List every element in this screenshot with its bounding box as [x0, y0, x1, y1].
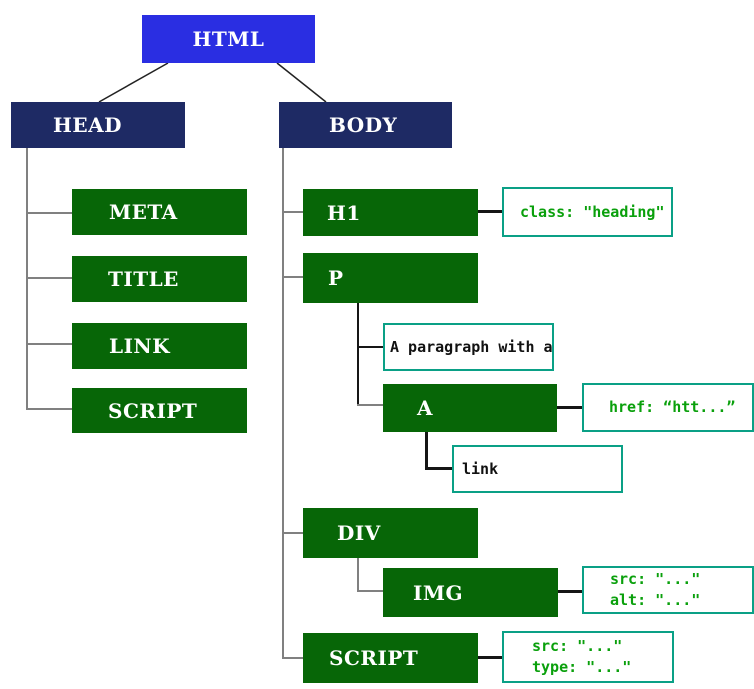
- node-div: DIV: [303, 508, 478, 558]
- script-type-attribute: type: "...": [532, 658, 632, 676]
- script-src-attribute: src: "...": [532, 637, 623, 655]
- connector-img-annotation: [558, 590, 582, 593]
- connector-body-h1: [282, 211, 303, 213]
- connector-a-link-vertical: [425, 432, 428, 470]
- text-box-link: link: [452, 445, 623, 493]
- annotation-script-attributes: src: "..." type: "...": [502, 631, 674, 683]
- connector-head-title: [26, 277, 72, 279]
- node-script-head: SCRIPT: [72, 388, 247, 433]
- node-head-label: HEAD: [53, 113, 123, 137]
- paragraph-text: A paragraph with a: [390, 337, 553, 356]
- node-h1-label: H1: [327, 200, 361, 225]
- edge-html-body: [276, 62, 327, 103]
- node-html: HTML: [142, 15, 315, 63]
- connector-a-link-horizontal: [425, 467, 452, 470]
- connector-body-p: [282, 276, 303, 278]
- annotation-img-attributes: src: "..." alt: "...": [582, 566, 754, 614]
- node-head: HEAD: [11, 102, 185, 148]
- node-script-body-label: SCRIPT: [329, 646, 419, 670]
- node-html-label: HTML: [192, 27, 265, 51]
- node-a-label: A: [417, 396, 434, 420]
- img-alt-attribute: alt: "...": [610, 591, 701, 609]
- connector-head-trunk: [26, 148, 28, 410]
- node-title: TITLE: [72, 256, 247, 302]
- connector-div-img: [357, 590, 383, 592]
- connector-body-div: [282, 532, 303, 534]
- edge-html-head: [98, 62, 169, 103]
- node-body-label: BODY: [329, 113, 398, 137]
- connector-p-a: [357, 404, 383, 406]
- img-src-attribute: src: "...": [610, 570, 701, 588]
- connector-a-annotation: [557, 406, 582, 409]
- node-script-body: SCRIPT: [303, 633, 478, 683]
- h1-class-attribute: class: "heading": [520, 202, 665, 221]
- a-href-attribute: href: “htt...”: [609, 398, 736, 416]
- node-p-label: P: [328, 266, 344, 290]
- text-box-paragraph: A paragraph with a: [383, 323, 554, 371]
- node-img: IMG: [383, 568, 558, 617]
- connector-head-meta: [26, 212, 72, 214]
- node-h1: H1: [303, 189, 478, 236]
- annotation-a-attributes: href: “htt...”: [582, 383, 754, 432]
- node-img-label: IMG: [413, 580, 464, 605]
- node-title-label: TITLE: [108, 267, 179, 291]
- connector-script-annotation: [478, 656, 502, 659]
- node-meta-label: META: [109, 200, 178, 224]
- connector-p-trunk: [357, 302, 359, 406]
- link-text: link: [462, 459, 499, 478]
- connector-body-trunk: [282, 148, 284, 658]
- connector-p-paragraph: [357, 346, 383, 348]
- node-meta: META: [72, 189, 247, 235]
- node-body: BODY: [279, 102, 452, 148]
- node-div-label: DIV: [337, 521, 381, 545]
- node-link-label: LINK: [109, 334, 171, 358]
- node-p: P: [303, 253, 478, 303]
- connector-body-script: [282, 657, 303, 659]
- node-link: LINK: [72, 323, 247, 369]
- annotation-h1-attributes: class: "heading": [502, 187, 673, 237]
- connector-head-script: [26, 408, 72, 410]
- connector-head-link: [26, 343, 72, 345]
- node-script-head-label: SCRIPT: [108, 398, 198, 423]
- connector-div-trunk: [357, 558, 359, 592]
- connector-h1-annotation: [478, 210, 502, 213]
- node-a: A: [383, 384, 557, 432]
